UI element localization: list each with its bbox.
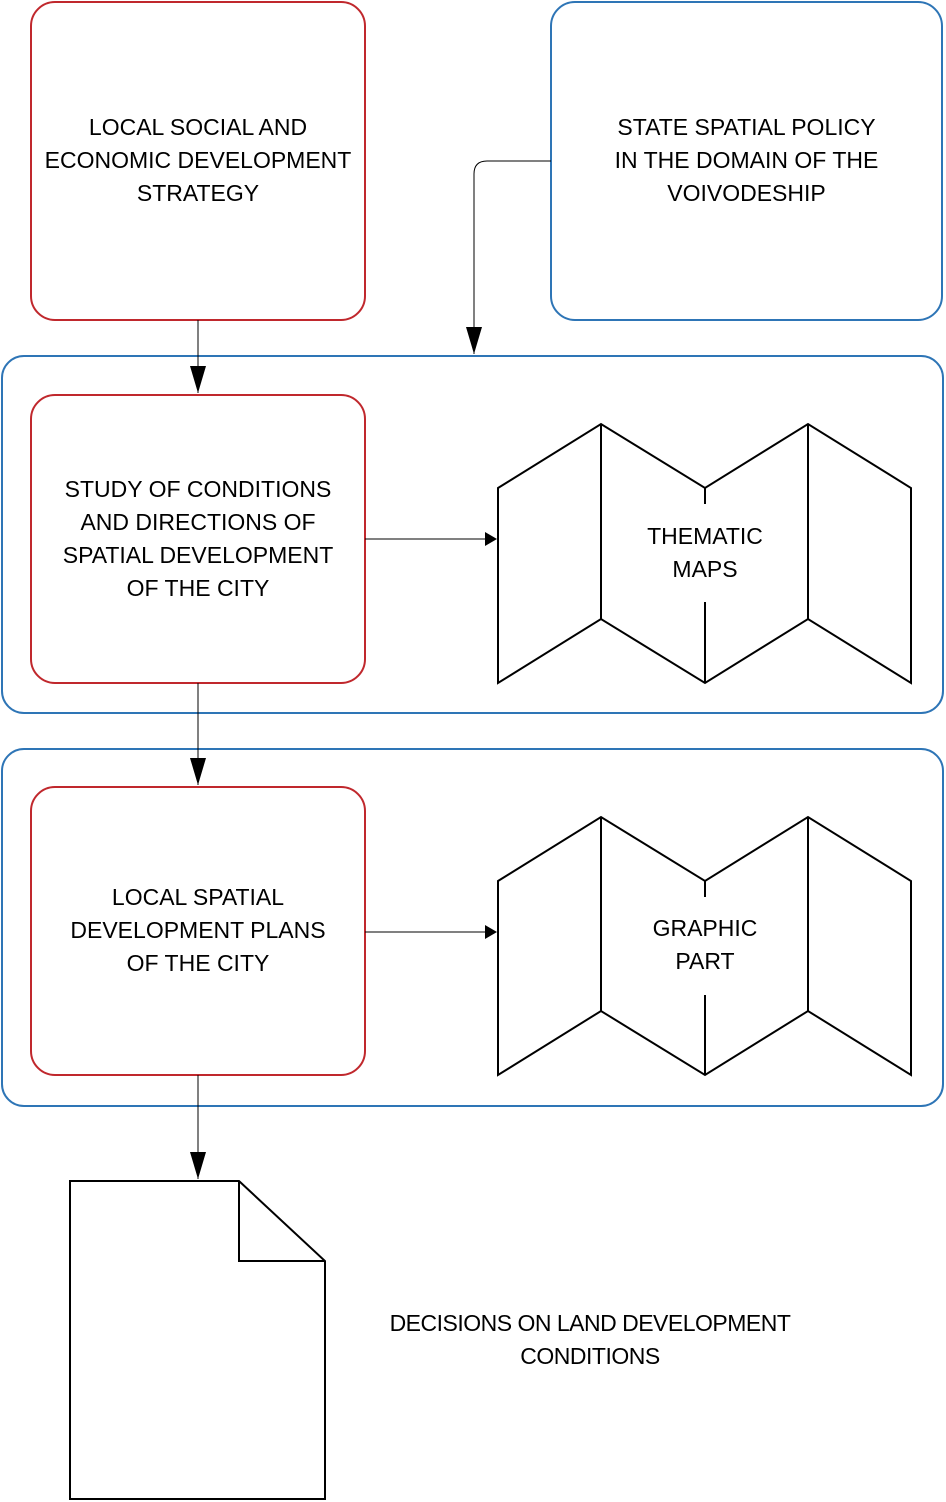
graphic-part-label: GRAPHIC PART (605, 912, 805, 978)
strategy-label-line: ECONOMIC DEVELOPMENT (44, 147, 352, 173)
strategy-label-line: LOCAL SOCIAL AND (88, 114, 308, 140)
strategy-label-line: STRATEGY (136, 180, 260, 206)
state-policy-label-line: VOIVODESHIP (667, 180, 826, 206)
thematic-maps-label: THEMATIC MAPS (605, 520, 805, 586)
group-study-container (1, 355, 944, 714)
decisions-label: DECISIONS ON LAND DEVELOPMENT CONDITIONS (360, 1307, 820, 1373)
study-label-line: STUDY OF CONDITIONS (64, 476, 332, 502)
study-label-line: OF THE CITY (126, 575, 270, 601)
thematic-maps-label-line: MAPS (672, 556, 738, 582)
local-plans-label-line: DEVELOPMENT PLANS (70, 917, 326, 943)
group-plans-container (1, 748, 944, 1107)
thematic-maps-label-line: THEMATIC (647, 523, 763, 549)
study-label-line: AND DIRECTIONS OF (80, 509, 316, 535)
graphic-part-label-line: GRAPHIC (652, 915, 758, 941)
state-policy-label: STATE SPATIAL POLICY IN THE DOMAIN OF TH… (551, 111, 942, 210)
strategy-label: LOCAL SOCIAL AND ECONOMIC DEVELOPMENT ST… (31, 111, 365, 210)
study-label-line: SPATIAL DEVELOPMENT (62, 542, 334, 568)
study-label: STUDY OF CONDITIONS AND DIRECTIONS OF SP… (31, 473, 365, 605)
state-policy-label-line: IN THE DOMAIN OF THE (614, 147, 879, 173)
local-plans-label-line: OF THE CITY (126, 950, 270, 976)
arrow-policy-to-study-group (466, 160, 551, 354)
decisions-label-line: DECISIONS ON LAND DEVELOPMENT (389, 1310, 791, 1336)
decisions-label-line: CONDITIONS (520, 1343, 660, 1369)
document-icon (69, 1180, 326, 1500)
graphic-part-map-icon (497, 815, 912, 1077)
state-policy-label-line: STATE SPATIAL POLICY (617, 114, 876, 140)
thematic-maps-map-icon (497, 422, 912, 685)
local-plans-label: LOCAL SPATIAL DEVELOPMENT PLANS OF THE C… (31, 881, 365, 980)
local-plans-label-line: LOCAL SPATIAL (111, 884, 285, 910)
graphic-part-label-line: PART (675, 948, 735, 974)
